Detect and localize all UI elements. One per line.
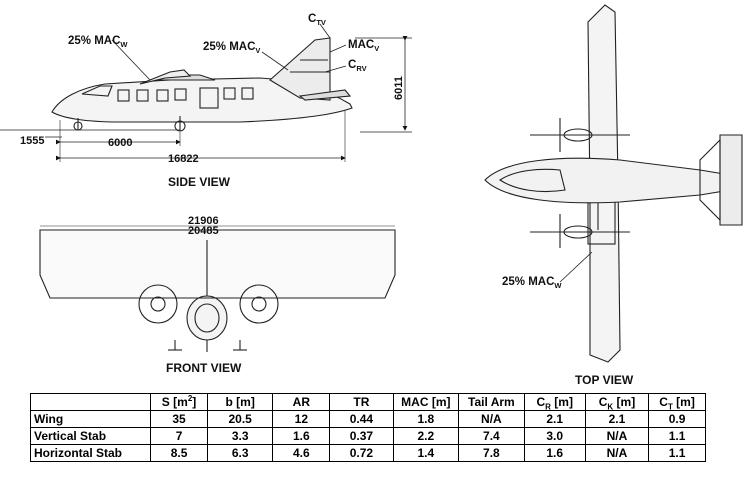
top-fuselage (484, 157, 731, 204)
table-cell: 2.2 (392, 427, 460, 445)
side-mac-w-label: 25% MACW (68, 35, 128, 49)
row-name-cell: Horizontal Stab (29, 444, 152, 462)
table-cell: 1.4 (392, 444, 460, 462)
table-cell: 3.0 (523, 427, 586, 445)
table-header-cell (29, 393, 152, 411)
side-mac-v-label: 25% MACV (203, 41, 260, 55)
table-cell: 1.6 (272, 427, 331, 445)
table-cell: 7 (150, 427, 208, 445)
dim-length: 16822 (168, 153, 199, 165)
table-header-cell: S [m2] (150, 393, 208, 411)
table-cell: 6.3 (206, 444, 274, 462)
dim-6000: 6000 (108, 137, 132, 149)
crv-label: CRV (348, 59, 367, 73)
table-cell: N/A (584, 444, 650, 462)
side-view (0, 23, 412, 162)
side-vertical-tail (269, 37, 331, 101)
table-cell: 2.1 (523, 410, 586, 428)
table-cell: 7.8 (458, 444, 525, 462)
table-cell: 8.5 (150, 444, 208, 462)
table-cell: 1.1 (648, 427, 706, 445)
table-header-cell: b [m] (206, 393, 274, 411)
front-wing (39, 229, 396, 299)
table-cell: 0.44 (329, 410, 394, 428)
macv-label: MACV (348, 39, 379, 53)
table-header-cell: TR (329, 393, 394, 411)
row-name-cell: Vertical Stab (29, 427, 152, 445)
side-view-title: SIDE VIEW (168, 175, 231, 189)
table-cell: 0.37 (329, 427, 394, 445)
table-header-cell: CR [m] (523, 393, 586, 411)
dim-1555: 1555 (20, 135, 44, 147)
table-cell: 35 (150, 410, 208, 428)
table-cell: N/A (458, 410, 525, 428)
table-cell: 3.3 (206, 427, 274, 445)
table-cell: 7.4 (458, 427, 525, 445)
dim-span-inner: 20485 (188, 225, 219, 237)
table-cell: 12 (272, 410, 331, 428)
side-fuselage (51, 77, 353, 123)
table-cell: 1.1 (648, 444, 706, 462)
table-cell: 0.9 (648, 410, 706, 428)
table-header-cell: CK [m] (584, 393, 650, 411)
table-cell: 2.1 (584, 410, 650, 428)
dim-span-outer: 21906 (188, 215, 219, 227)
top-mac-label: 25% MACW (502, 276, 562, 290)
top-view-title: TOP VIEW (575, 373, 634, 387)
table-cell: 0.72 (329, 444, 394, 462)
table-header-cell: Tail Arm (458, 393, 525, 411)
ctv-label: CTV (308, 13, 326, 27)
table-cell: 1.6 (523, 444, 586, 462)
top-view (484, 4, 743, 363)
table-cell: N/A (584, 427, 650, 445)
table-header-cell: AR (272, 393, 331, 411)
row-name-cell: Wing (29, 410, 152, 428)
table-cell: 20.5 (206, 410, 274, 428)
dim-height: 6011 (393, 76, 405, 100)
table-header-cell: CT [m] (648, 393, 706, 411)
front-view (39, 225, 396, 352)
table-cell: 4.6 (272, 444, 331, 462)
table-cell: 1.8 (392, 410, 460, 428)
table-header-cell: MAC [m] (392, 393, 460, 411)
front-view-title: FRONT VIEW (166, 361, 242, 375)
